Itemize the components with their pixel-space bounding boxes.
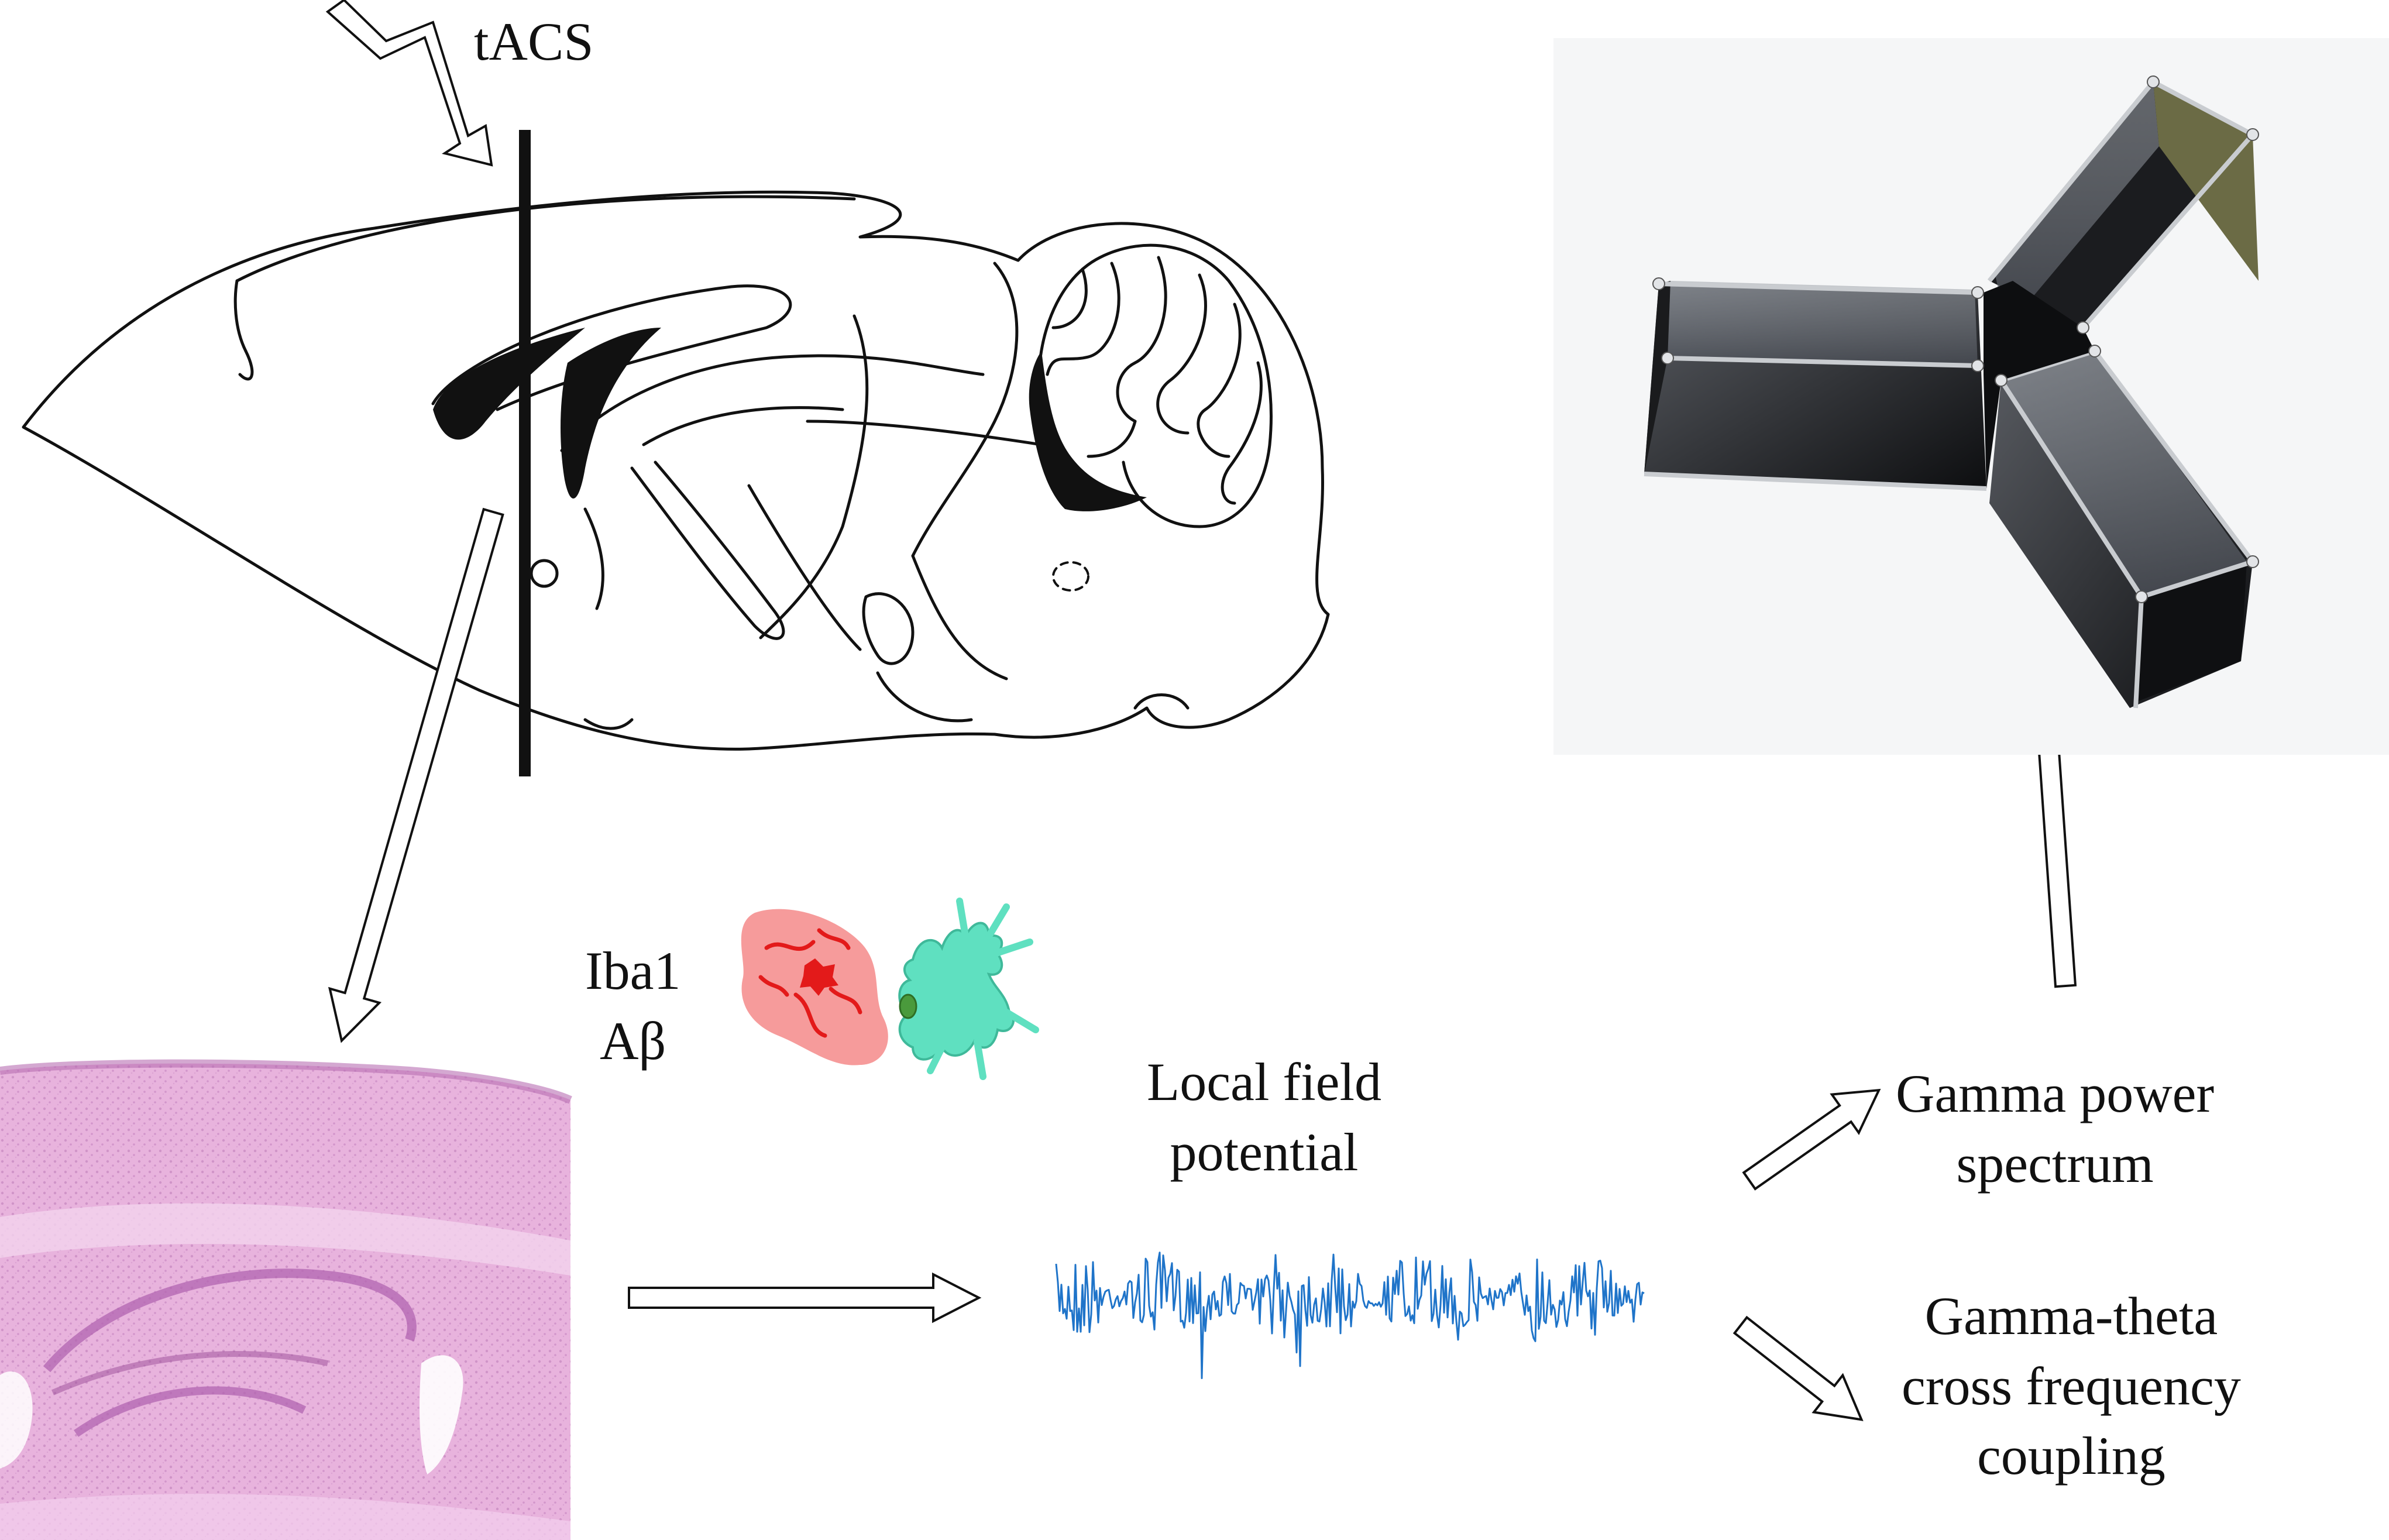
lfp-trace — [1055, 1252, 1645, 1379]
markers-label: Iba1 Aβ — [585, 936, 680, 1076]
brain-icon — [22, 190, 1330, 751]
lfp-label-line2: potential — [1170, 1122, 1359, 1182]
coupling-line3: coupling — [1976, 1426, 2165, 1486]
coupling-line2: cross frequency — [1902, 1356, 2241, 1416]
brain-ventricles — [433, 328, 1147, 511]
power-spectrum-label: Gamma power spectrum — [1896, 1059, 2214, 1199]
tacs-electrode — [519, 130, 531, 776]
lfp-to-coupling-arrow — [1733, 1315, 1864, 1421]
histology-icon — [0, 1059, 572, 1540]
microglia-cell — [898, 922, 1015, 1061]
ymaze-icon — [1553, 38, 2389, 755]
histology-to-lfp-arrow — [628, 1272, 982, 1324]
power-spectrum-line2: spectrum — [1956, 1133, 2154, 1194]
tacs-label: tACS — [474, 12, 594, 71]
lfp-label-line1: Local field — [1147, 1052, 1382, 1112]
power-spectrum-line1: Gamma power — [1896, 1064, 2215, 1123]
coupling-line1: Gamma-theta — [1924, 1286, 2218, 1346]
microglia-nucleus — [899, 994, 917, 1019]
marker-abeta: Aβ — [600, 1010, 666, 1071]
coupling-label: Gamma-theta cross frequency coupling — [1902, 1281, 2241, 1491]
lfp-label: Local field potential — [1147, 1047, 1381, 1187]
marker-iba1: Iba1 — [585, 941, 681, 1001]
brain-to-histology-arrow — [328, 507, 504, 1043]
tacs-arrow — [325, 0, 493, 167]
lfp-to-power-arrow — [1742, 1088, 1881, 1191]
cells-icon — [741, 898, 1039, 1080]
